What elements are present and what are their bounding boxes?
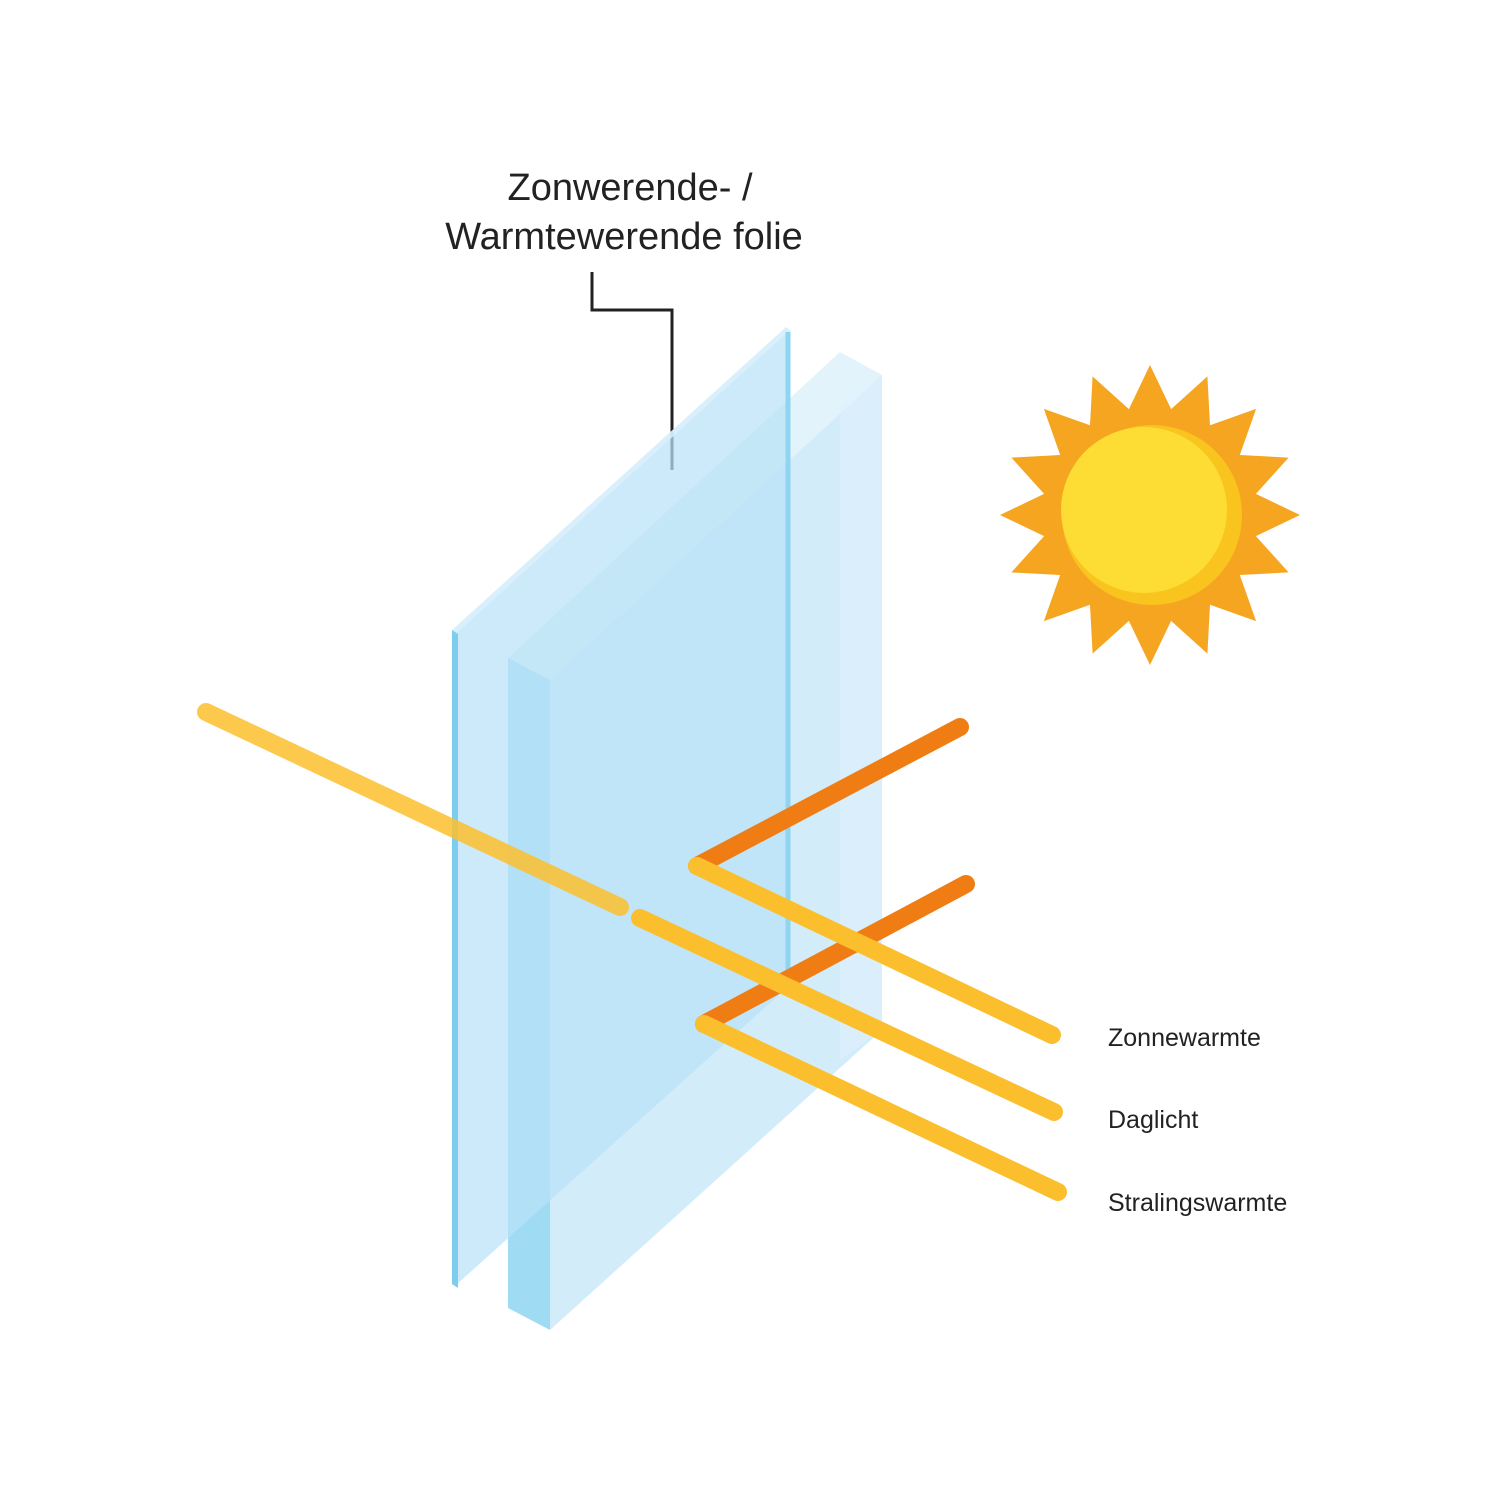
glass-pane-front-edge [452,630,458,1288]
sun-core [1061,427,1227,593]
title-line-2: Warmtewerende folie [445,216,803,258]
reflected-ray-upper [688,718,969,875]
ray-daglicht [631,909,1063,1121]
reflected-ray-lower [695,875,975,1033]
glass-pane-back-right-strip [840,375,882,1060]
ray-stralingswarmte [695,1015,1067,1201]
glass-pane-front-face [456,330,790,1285]
glass-pane-front-top [452,327,790,634]
legend-label-daglicht: Daglicht [1108,1106,1198,1134]
leader-line [590,272,674,470]
double-glazing-icon [452,327,882,1330]
ray-zonnewarmte [688,857,1061,1044]
rays [197,703,1067,1201]
legend-label-zonnewarmte: Zonnewarmte [1108,1024,1261,1052]
legend-label-stralingswarmte: Stralingswarmte [1108,1189,1287,1217]
incoming-ray [197,703,629,916]
sun-icon [1000,365,1300,665]
title-line-1: Zonwerende- / [507,167,752,209]
